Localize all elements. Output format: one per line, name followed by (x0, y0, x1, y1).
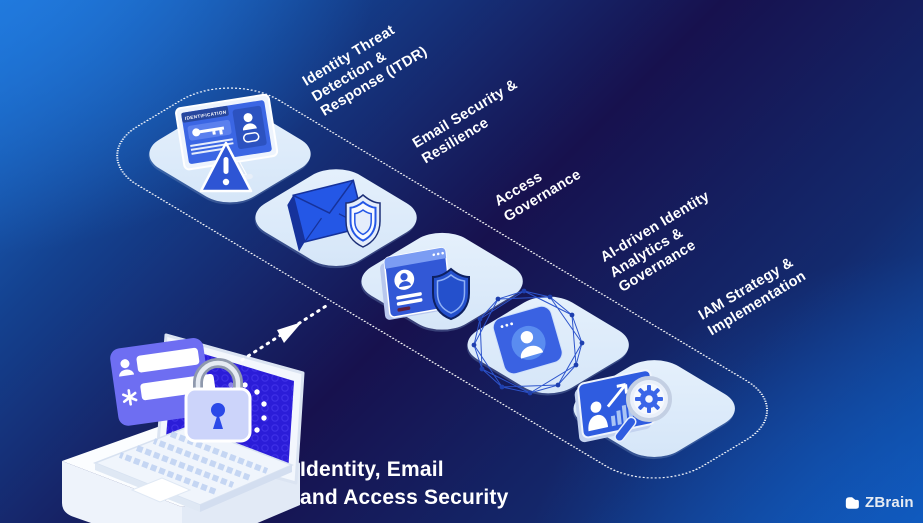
diagram-title: Identity, Email and Access Security (300, 456, 508, 512)
dotted-arrow (240, 304, 328, 362)
keyboard (92, 425, 294, 512)
warning-icon (199, 141, 253, 193)
text-lines (190, 138, 234, 155)
access-card-shield-icon (380, 247, 470, 321)
asterisk-icon (121, 389, 138, 406)
keyboard-keys (118, 431, 269, 495)
user-icon (119, 359, 135, 377)
lock-icon (184, 358, 252, 443)
step-label-email-security: Email Security & Resilience (410, 76, 521, 167)
step-label-ai-identity: AI-driven Identity Analytics & Governanc… (598, 188, 713, 297)
title-line-1: Identity, Email (300, 458, 444, 481)
magnifier-gear-icon (614, 376, 672, 443)
shield-icon (345, 194, 381, 248)
trackpad (130, 477, 192, 503)
step-label-iam-strategy: IAM Strategy & Implementation (696, 254, 809, 339)
itdr-monitor-icon: IDENTIFICATION (175, 93, 279, 193)
monitor-header-text: IDENTIFICATION (185, 109, 228, 121)
id-user-icon (243, 113, 260, 143)
zbrain-logo: ZBrain (843, 494, 914, 511)
growth-arrow-icon (606, 382, 629, 408)
window-dots (432, 251, 444, 257)
iam-analytics-icon (574, 369, 672, 443)
title-line-2: and Access Security (300, 486, 509, 509)
shield-icon (432, 267, 470, 321)
step-label-itdr: Identity Threat Detection & Response (IT… (300, 22, 431, 121)
username-field (136, 347, 200, 373)
email-shield-icon (287, 179, 381, 252)
zbrain-logo-text: ZBrain (865, 494, 914, 511)
user-avatar-icon (394, 269, 415, 290)
ai-identity-network-icon (471, 288, 585, 396)
laptop-security-illustration (62, 333, 305, 523)
identity-card-icon (492, 305, 563, 375)
arrowhead-icon (277, 322, 302, 343)
step-label-access-governance: Access Governance (492, 166, 584, 225)
key-icon (192, 126, 225, 137)
zbrain-logo-icon (845, 497, 859, 509)
browser-card-icon (380, 247, 452, 320)
user-avatar-icon (511, 325, 546, 360)
mesh-nodes (471, 288, 585, 396)
person-icon (588, 401, 609, 432)
